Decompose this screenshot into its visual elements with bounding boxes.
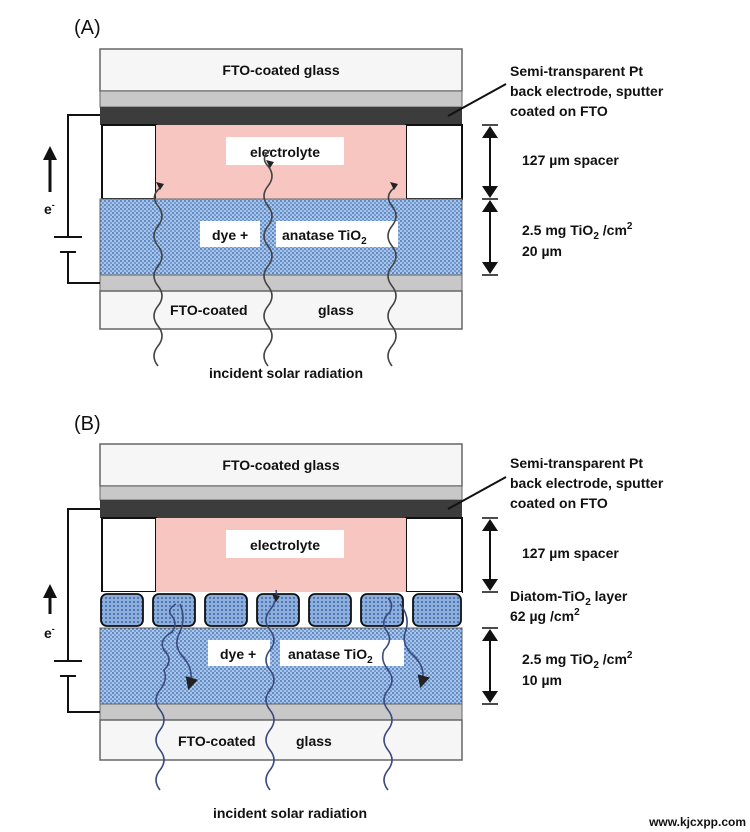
- bottom-fto-layer: [99, 703, 463, 721]
- solar-ray-3: [387, 187, 397, 367]
- dye-label-right: anatase TiO2: [288, 646, 373, 666]
- tio2-loading-label: 2.5 mg TiO2 /cm2: [522, 221, 633, 242]
- solar-ray-2: [263, 149, 273, 367]
- electron-label: e-: [44, 624, 55, 641]
- bottom-glass-layer: [99, 719, 463, 761]
- spacer-label: 127 µm spacer: [522, 545, 619, 561]
- dye-label-box-left: [200, 221, 260, 247]
- incident-radiation-label: incident solar radiation: [209, 365, 363, 381]
- solar-ray-2-head: [266, 160, 274, 168]
- top-fto-layer: [99, 90, 463, 108]
- diatom-cell: [360, 593, 404, 627]
- tio2-thickness-label: 10 µm: [522, 672, 562, 688]
- pt-label-line2: back electrode, sputter: [510, 83, 664, 99]
- panel-a: (A) FTO-coated glass electrolyte dye + a…: [43, 17, 664, 381]
- solar-ray-2: [265, 589, 278, 791]
- solar-ray-1: [155, 603, 177, 791]
- circuit-wire: [67, 508, 100, 713]
- bottom-glass-label-right: glass: [296, 733, 332, 749]
- pt-label-line3: coated on FTO: [510, 495, 608, 511]
- diatom-cell: [256, 593, 300, 627]
- pt-label-line2: back electrode, sputter: [510, 475, 664, 491]
- electron-arrow-head: [43, 146, 57, 160]
- electrolyte-label: electrolyte: [250, 144, 320, 160]
- solar-ray-3: [381, 597, 393, 791]
- panel-b-tag: (B): [74, 413, 101, 435]
- circuit-wire: [67, 114, 100, 284]
- spacer-right: [405, 124, 463, 200]
- panel-b: (B) FTO-coated glass electrolyte dye + a…: [43, 413, 664, 821]
- bottom-glass-box-left: [170, 729, 278, 753]
- pt-callout-line: [447, 476, 507, 510]
- spacer-left: [101, 124, 157, 200]
- diatom-cell: [100, 593, 144, 627]
- electrolyte-label-box: [226, 530, 344, 558]
- dye-label-left: dye +: [220, 646, 256, 662]
- top-glass-label: FTO-coated glass: [222, 457, 339, 473]
- electrolyte-label: electrolyte: [250, 537, 320, 553]
- electrolyte-label-box: [226, 137, 344, 165]
- electron-arrow-head: [43, 584, 57, 598]
- electron-label: e-: [44, 200, 55, 217]
- diatom-cell: [308, 593, 352, 627]
- diatom-layer-label: Diatom-TiO2 layer: [510, 588, 628, 608]
- pt-callout-line: [447, 83, 507, 117]
- bottom-glass-label-right: glass: [318, 302, 354, 318]
- spacer-left: [101, 517, 157, 593]
- solar-ray-1: [153, 187, 163, 367]
- watermark: www.kjcxpp.com: [648, 815, 746, 829]
- incident-radiation-label: incident solar radiation: [213, 805, 367, 821]
- solar-ray-2-head: [272, 594, 280, 602]
- bottom-glass-label-left: FTO-coated: [178, 733, 256, 749]
- top-fto-layer: [99, 485, 463, 501]
- pt-label-line1: Semi-transparent Pt: [510, 63, 643, 79]
- top-glass-layer: [99, 443, 463, 487]
- bottom-glass-label-left: FTO-coated: [170, 302, 248, 318]
- solar-ray-3-head: [390, 182, 398, 190]
- diatom-cell: [204, 593, 248, 627]
- spacer-label: 127 µm spacer: [522, 152, 619, 168]
- top-glass-label: FTO-coated glass: [222, 62, 339, 78]
- dye-label-box-left: [208, 640, 270, 666]
- diatom-loading-label: 62 µg /cm2: [510, 607, 580, 624]
- dye-label-left: dye +: [212, 227, 248, 243]
- diatom-cell: [412, 593, 462, 627]
- bottom-glass-layer: [99, 290, 463, 330]
- solar-ray-1-scatter: [176, 603, 198, 691]
- panel-a-tag: (A): [74, 17, 101, 39]
- pt-label-line3: coated on FTO: [510, 103, 608, 119]
- pt-electrode-layer: [100, 107, 462, 125]
- dye-label-box-right: [276, 221, 398, 247]
- tio2-thickness-label: 20 µm: [522, 243, 562, 259]
- pt-label-line1: Semi-transparent Pt: [510, 455, 643, 471]
- pt-electrode-layer: [100, 500, 462, 518]
- dye-label-right: anatase TiO2: [282, 227, 367, 247]
- solar-ray-1-head: [156, 182, 164, 190]
- bottom-glass-box-left: [162, 298, 272, 322]
- solar-ray-3-scatter: [399, 603, 430, 689]
- top-glass-layer: [99, 48, 463, 92]
- tio2-loading-label: 2.5 mg TiO2 /cm2: [522, 650, 633, 671]
- spacer-right: [405, 517, 463, 593]
